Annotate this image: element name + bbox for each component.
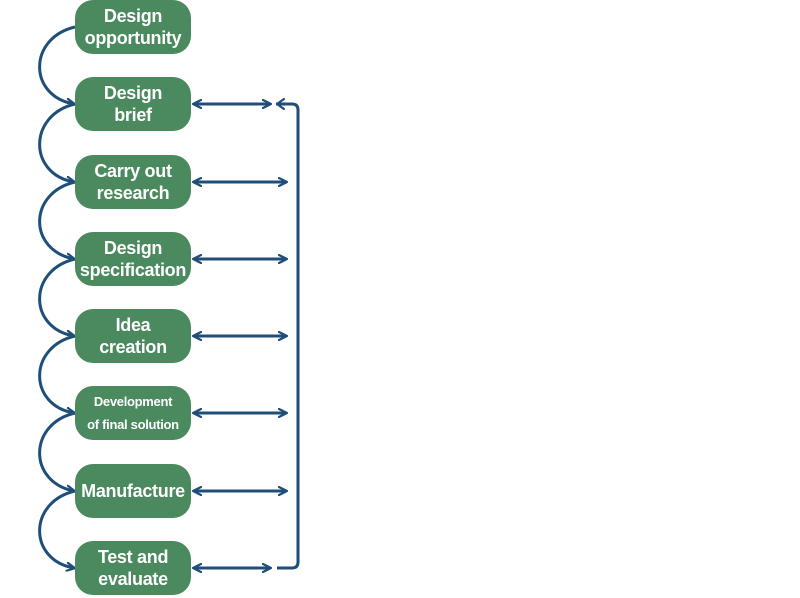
step-test-and-evaluate: Test and evaluate xyxy=(75,541,191,595)
step-label-line: Design xyxy=(103,83,163,103)
feedback-bracket-arrowhead xyxy=(275,97,286,111)
step-label-line: brief xyxy=(114,105,152,125)
flow-arrow-5 xyxy=(38,334,75,413)
step-label-line: Idea xyxy=(115,315,151,335)
step-manufacture: Manufacture xyxy=(75,464,191,518)
step-label-line: specification xyxy=(79,260,187,280)
feedback-bracket xyxy=(276,102,300,570)
step-development-of-final-solution: Development of final solution xyxy=(75,386,191,440)
step-label-line: Design xyxy=(103,238,163,258)
step-label-line: opportunity xyxy=(84,28,182,48)
step-design-brief: Design brief xyxy=(75,77,191,131)
step-label-line: evaluate xyxy=(98,569,168,589)
flow-arrow-2 xyxy=(38,102,75,182)
flow-arrow-7 xyxy=(38,489,75,568)
step-label-line: Test and xyxy=(97,547,169,567)
step-label-line: Manufacture xyxy=(81,481,185,501)
step-label-line: of final solution xyxy=(87,417,179,432)
flow-arrow-4 xyxy=(38,257,75,336)
step-label-line: Development xyxy=(93,394,173,409)
step-carry-out-research: Carry out research xyxy=(75,155,191,209)
step-design-specification: Design specification xyxy=(75,232,191,286)
flow-arrow-1 xyxy=(38,25,75,104)
flow-arrow-6 xyxy=(38,411,75,491)
step-design-opportunity: Design opportunity xyxy=(75,0,191,54)
step-label-line: creation xyxy=(99,337,167,357)
step-label-line: Carry out xyxy=(94,161,172,181)
flow-arrow-3 xyxy=(38,180,75,259)
step-label-line: Design xyxy=(103,6,163,26)
step-label-line: research xyxy=(96,183,170,203)
step-idea-creation: Idea creation xyxy=(75,309,191,363)
